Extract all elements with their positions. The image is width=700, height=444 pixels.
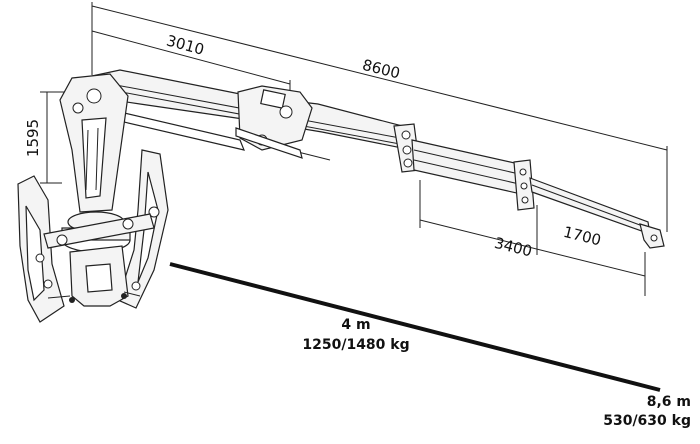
dim-3400-1700-line: [419, 219, 646, 277]
telescope-outer: [411, 139, 531, 197]
dim-8600-line: [91, 5, 668, 151]
label-3400: 3400: [493, 234, 534, 261]
label-1700: 1700: [562, 223, 603, 250]
label-1595: 1595: [24, 119, 42, 157]
label-near-reach: 4 m: [341, 317, 370, 333]
crane-boom: [91, 69, 665, 249]
label-3010: 3010: [165, 32, 207, 59]
reach-line: [169, 262, 661, 392]
label-near-load: 1250/1480 kg: [302, 337, 409, 353]
label-far-load: 530/630 kg: [603, 413, 691, 429]
label-far-reach: 8,6 m: [647, 394, 691, 410]
base-frame: [17, 149, 169, 323]
boom-linkage: [237, 85, 313, 151]
dim-3010-line: [91, 30, 291, 85]
crane-column: [59, 73, 131, 253]
boom-cylinder: [119, 111, 245, 151]
column-pin: [86, 88, 102, 104]
dimension-lines: [40, 2, 668, 296]
